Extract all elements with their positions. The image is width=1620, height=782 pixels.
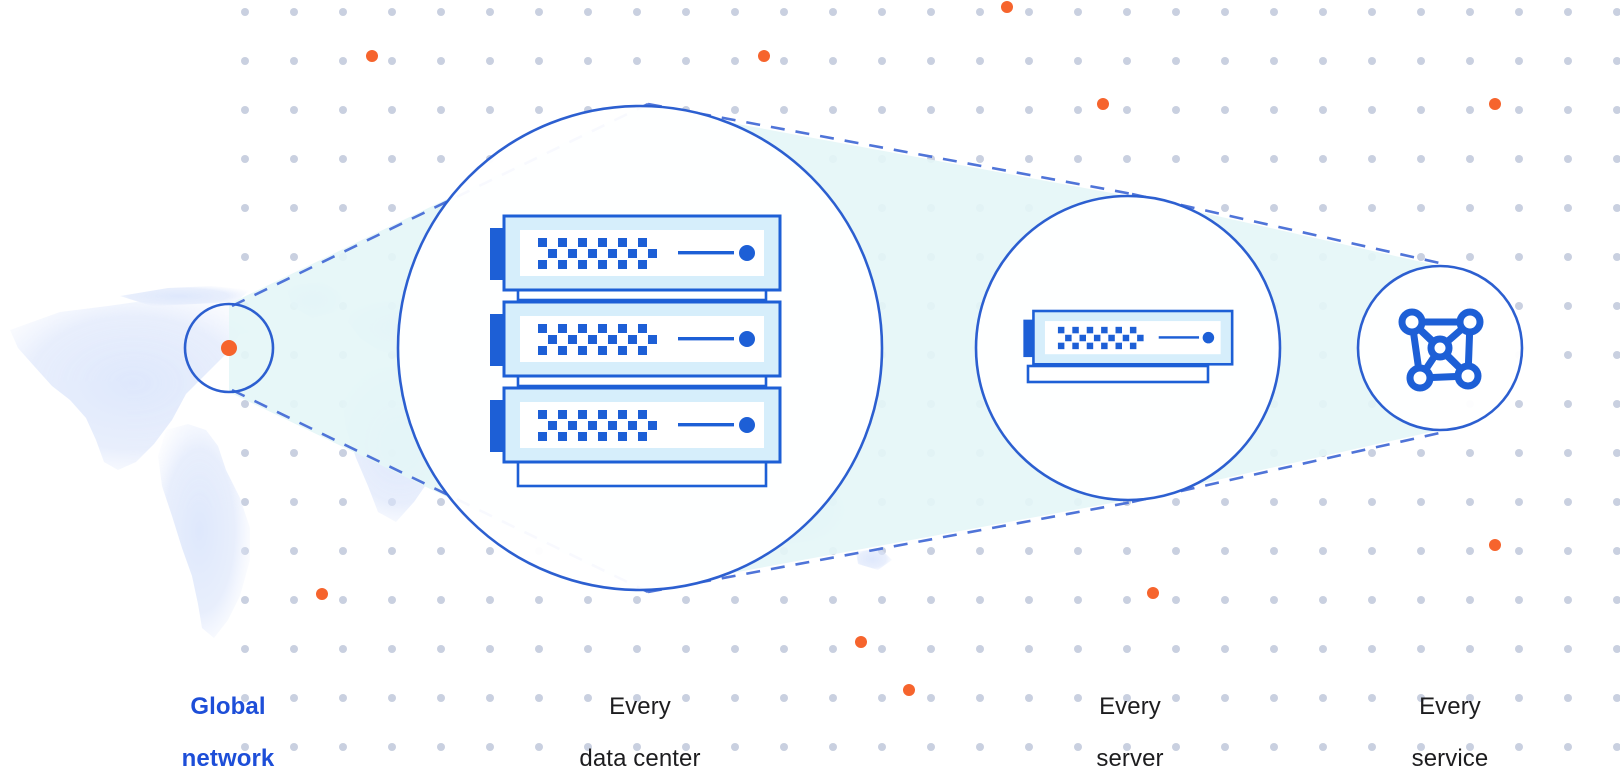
global-focus-circle (183, 302, 275, 394)
global-location-marker (221, 340, 237, 356)
